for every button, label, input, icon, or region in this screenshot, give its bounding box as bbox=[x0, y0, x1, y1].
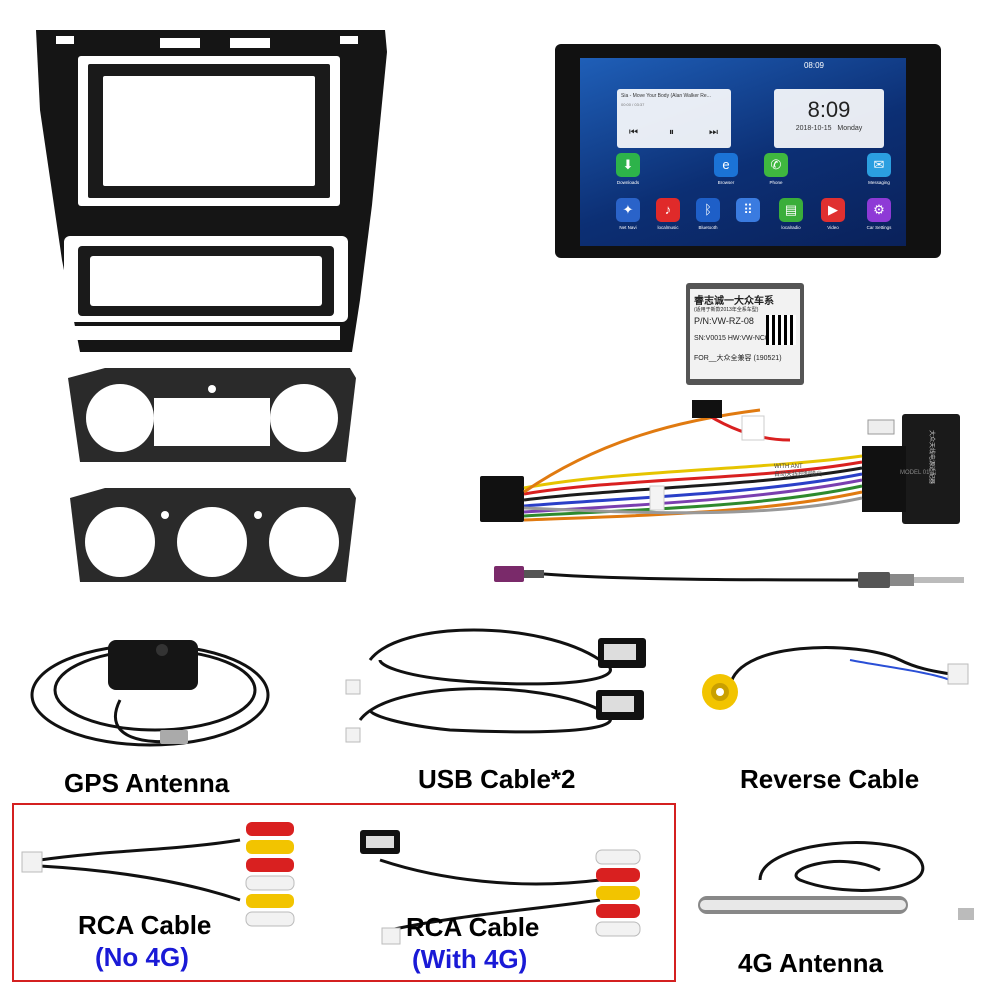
bluetooth-icon: ᛒ bbox=[696, 198, 720, 222]
status-time: 08:09 bbox=[803, 61, 824, 70]
download-icon: ⬇ bbox=[616, 153, 640, 177]
previous-icon[interactable]: ⏮ bbox=[629, 127, 638, 138]
media-widget[interactable]: Sia - Move Your Body (Alan Walker Re... … bbox=[617, 89, 731, 148]
clock-widget: 8:09 2018-10-15 Monday bbox=[774, 89, 884, 148]
harness-tag-3: 大众天线电源适配器 bbox=[928, 430, 936, 484]
app-label: Browser bbox=[717, 180, 735, 185]
app-label: Car Settings bbox=[866, 225, 892, 230]
rca-cables-highlight-box bbox=[12, 803, 676, 982]
clock-date: 2018-10-15 Monday bbox=[774, 125, 884, 132]
app-label: Messaging bbox=[868, 180, 890, 185]
decoder-line5: FOR__大众全兼容 (190521) bbox=[694, 355, 782, 362]
media-title: Sia - Move Your Body (Alan Walker Re... bbox=[621, 93, 711, 99]
decoder-line3: P/N:VW-RZ-08 bbox=[694, 316, 754, 326]
decoder-line4: SN:V0015 HW:VW-NC03 bbox=[694, 335, 773, 342]
caption-gps-antenna: GPS Antenna bbox=[64, 768, 230, 798]
pause-icon[interactable]: ⏸ bbox=[669, 127, 674, 138]
app-car-settings[interactable]: ⚙ Car Settings bbox=[858, 198, 900, 240]
decoder-line1: 睿志诚一大众车系 bbox=[694, 296, 774, 307]
caption-rca-4g-sub: (With 4G) bbox=[412, 944, 528, 974]
caption-rca-no4g-sub: (No 4G) bbox=[95, 942, 189, 972]
caption-usb-cable: USB Cable*2 bbox=[418, 764, 576, 794]
message-icon: ✉ bbox=[867, 153, 891, 177]
settings-icon: ⚙ bbox=[867, 198, 891, 222]
navigation-icon: ✦ bbox=[616, 198, 640, 222]
app-launcher[interactable]: ⠿ bbox=[727, 198, 769, 240]
harness-tag-4: MODEL 01 bbox=[900, 470, 930, 476]
app-net-navi[interactable]: ✦ Net Navi bbox=[607, 198, 649, 240]
apps-grid-icon: ⠿ bbox=[736, 198, 760, 222]
radio-icon: ▤ bbox=[779, 198, 803, 222]
app-video[interactable]: ▶ Video bbox=[812, 198, 854, 240]
caption-4g-antenna: 4G Antenna bbox=[738, 948, 883, 978]
app-label: Phone bbox=[769, 180, 783, 185]
clock-time: 8:09 bbox=[807, 97, 851, 122]
video-icon: ▶ bbox=[821, 198, 845, 222]
music-icon: ♪ bbox=[656, 198, 680, 222]
app-messaging[interactable]: ✉ Messaging bbox=[858, 153, 900, 195]
canbus-decoder-box: 睿志诚一大众车系 (适用于新款2013年全系车型) P/N:VW-RZ-08 S… bbox=[686, 283, 804, 385]
app-label: Downloads bbox=[616, 180, 640, 185]
media-time: 00:00 / 03:37 bbox=[621, 102, 645, 107]
status-bar: 08:09 bbox=[580, 58, 906, 74]
caption-reverse-cable: Reverse Cable bbox=[740, 764, 920, 794]
app-localradio[interactable]: ▤ localradio bbox=[770, 198, 812, 240]
app-label: localmusic bbox=[657, 225, 679, 230]
head-unit-screen: 08:09 Sia - Move Your Body (Alan Walker … bbox=[580, 58, 906, 246]
caption-rca-no4g: RCA Cable bbox=[78, 910, 212, 940]
phone-icon: ✆ bbox=[764, 153, 788, 177]
qr-code bbox=[766, 315, 796, 345]
app-bluetooth[interactable]: ᛒ Bluetooth bbox=[687, 198, 729, 240]
clock-day: Monday bbox=[837, 125, 863, 132]
harness-tag-2: 自动天线控制输出 bbox=[774, 470, 822, 478]
decoder-label: 睿志诚一大众车系 (适用于新款2013年全系车型) P/N:VW-RZ-08 S… bbox=[690, 289, 800, 379]
app-label: Video bbox=[827, 225, 839, 230]
clock-date-value: 2018-10-15 bbox=[795, 125, 832, 132]
decoder-line2: (适用于新款2013年全系车型) bbox=[694, 307, 759, 313]
caption-rca-4g: RCA Cable bbox=[406, 912, 540, 942]
app-label: Bluetooth bbox=[698, 225, 718, 230]
app-localmusic[interactable]: ♪ localmusic bbox=[647, 198, 689, 240]
browser-icon: e bbox=[714, 153, 738, 177]
app-label: Net Navi bbox=[619, 225, 637, 230]
app-downloads[interactable]: ⬇ Downloads bbox=[607, 153, 649, 195]
app-label: localradio bbox=[781, 225, 801, 230]
next-icon[interactable]: ⏭ bbox=[709, 127, 718, 138]
app-phone[interactable]: ✆ Phone bbox=[755, 153, 797, 195]
harness-tag-1: WITH ANT bbox=[774, 464, 803, 470]
